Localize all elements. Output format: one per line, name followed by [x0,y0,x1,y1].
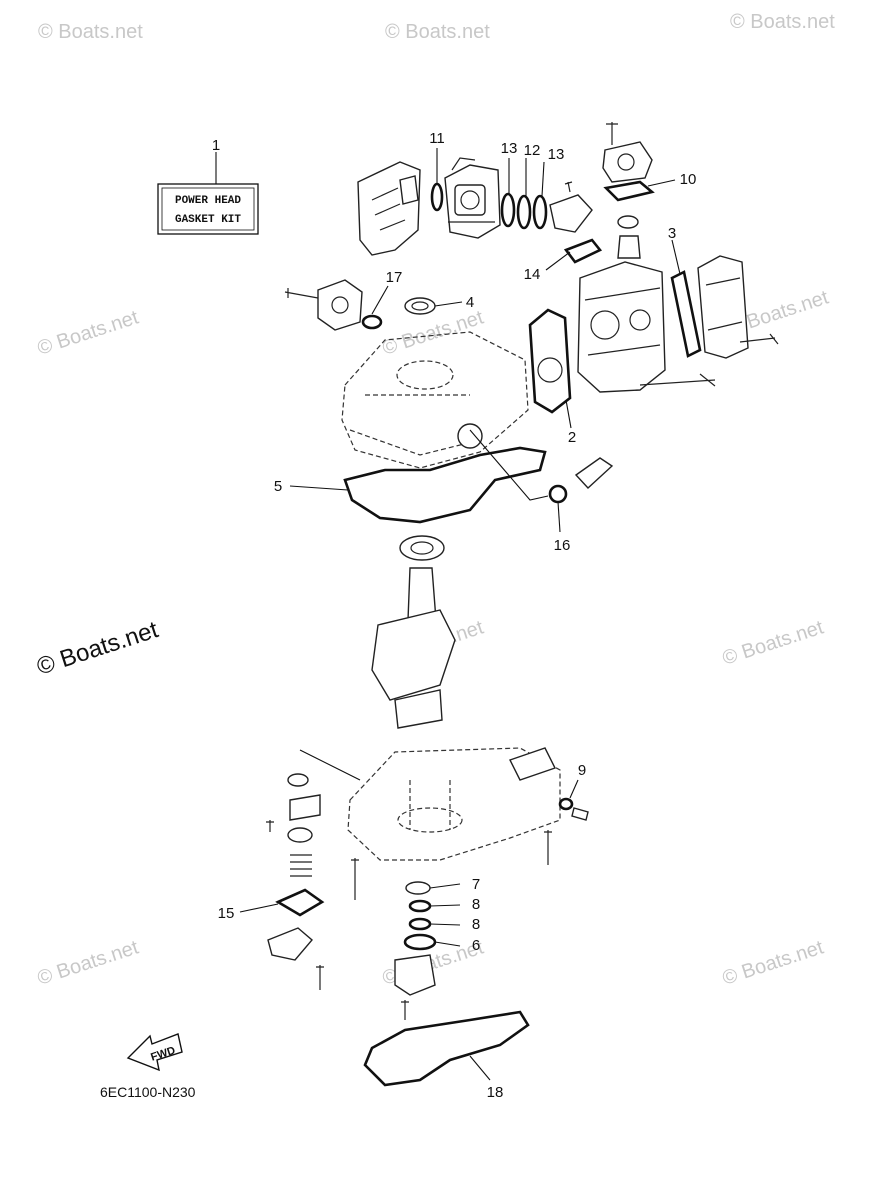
carburetor [444,157,501,239]
callout-4: 4 [466,294,474,311]
oil-strainer [394,954,436,996]
callout-7: 7 [472,876,480,893]
callout-numbers: 1 2 3 4 5 6 7 8 8 9 10 11 12 13 13 14 15… [212,130,697,1101]
head-cover-gasket-3 [670,270,702,358]
watermark-upper-center: © Boats.net [380,306,487,359]
callout-2: 2 [568,429,576,446]
callout-1: 1 [212,137,220,154]
callout-13-right: 13 [548,146,565,163]
fwd-arrow-icon: FWD [126,1033,183,1072]
watermark-top-right: © Boats.net [730,11,835,33]
intake-manifold [549,194,593,233]
crankshaft [371,567,456,729]
ring-8-lower [408,917,432,931]
callout-15: 15 [218,905,235,922]
callout-3: 3 [668,225,676,242]
o-ring-11 [430,182,444,212]
strainer-bolt [401,1000,409,1020]
watermark-main: © Boats.net [34,616,162,681]
crankcase [299,747,561,861]
o-ring-6 [403,933,437,951]
oil-filler-cap [574,457,614,489]
head-cover [697,255,779,359]
callout-13-left: 13 [501,140,518,157]
callout-12: 12 [524,142,541,159]
oil-seal-4 [404,297,436,315]
watermark-top-center: © Boats.net [385,21,490,43]
thermostat-cover [267,927,313,961]
watermark-upper-left: © Boats.net [35,306,142,359]
gasket-14 [563,238,603,264]
cylinder-block [341,331,529,469]
callout-8-upper: 8 [472,896,480,913]
callout-9: 9 [578,762,586,779]
o-ring-16 [548,484,568,504]
fuel-pump [602,122,653,183]
callout-5: 5 [274,478,282,495]
cylinder-head [577,261,716,393]
callout-10: 10 [680,171,697,188]
manifold-bolt [564,181,573,193]
gasket-12 [516,194,532,230]
head-gasket-2 [528,308,572,414]
exhaust-gasket-18 [363,1010,530,1087]
o-ring-17 [361,314,383,330]
callout-11: 11 [429,130,445,147]
kit-label-line2: GASKET KIT [175,214,241,226]
callout-18: 18 [487,1084,504,1101]
crankcase-gasket-5 [343,446,547,524]
thermostat-gasket-15 [275,888,325,917]
washer-9 [558,797,574,811]
watermark-lower-right: © Boats.net [720,936,827,989]
watermark-top-left: © Boats.net [38,21,143,43]
gasket-13-right [532,194,548,230]
watermark-layer: © Boats.net © Boats.net © Boats.net © Bo… [35,11,835,990]
gasket-10 [603,180,655,202]
power-head-gasket-kit-label: POWER HEAD GASKET KIT [157,183,259,235]
diagram-code: 6EC1100-N230 [100,1084,196,1100]
valve-washer [617,215,639,229]
watermark-lower-left: © Boats.net [35,936,142,989]
valve-lifter [617,235,641,259]
thermostat-bolt [316,965,324,990]
intake-silencer-cover [357,161,421,256]
leader-lines [215,148,681,1081]
drain-bolt [571,807,589,821]
crankshaft-bearing [399,535,445,561]
ring-8-upper [408,899,432,913]
callout-8-lower: 8 [472,916,480,933]
callout-16: 16 [554,537,571,554]
small-bolt [266,820,274,832]
callout-14: 14 [524,266,541,283]
thermostat-assembly [287,773,321,877]
oil-seal-7 [405,881,431,895]
gasket-13-left [500,192,516,228]
oil-pump [284,279,363,331]
crankcase-bolt-left [351,858,359,900]
crankcase-bolt-right [544,830,552,865]
callout-17: 17 [386,269,403,286]
callout-6: 6 [472,937,480,954]
kit-label-line1: POWER HEAD [175,195,241,207]
watermark-middle-right: © Boats.net [720,616,827,669]
